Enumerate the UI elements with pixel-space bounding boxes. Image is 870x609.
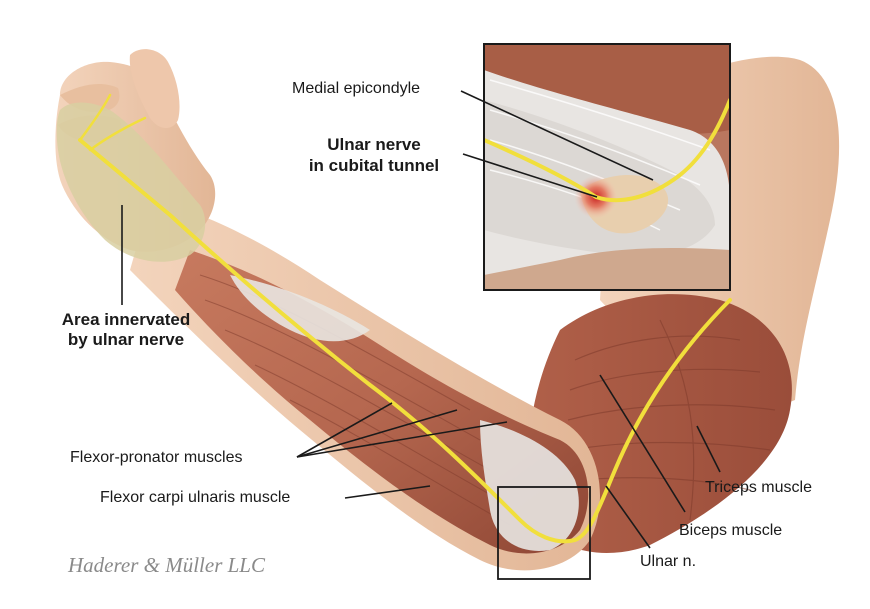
leader-biceps	[599, 374, 686, 513]
label-biceps: Biceps muscle	[679, 522, 783, 539]
label-area-line1: Area innervated	[61, 310, 191, 329]
credit-text: Haderer & Müller LLC	[68, 553, 265, 577]
label-area-line2: by ulnar nerve	[67, 330, 185, 349]
inset-frame	[483, 43, 731, 291]
leader-ulnar-nerve	[462, 153, 598, 198]
forearm-tendon	[230, 275, 370, 342]
upper-striations	[567, 319, 776, 521]
label-ulnar-nerve-line1: Ulnar nerve	[327, 135, 421, 154]
leader-flexor-1	[296, 402, 393, 458]
leader-ulnar-n	[605, 485, 651, 549]
elbow-detail-box	[497, 486, 591, 580]
label-flexor-carpi-ulnaris: Flexor carpi ulnaris muscle	[100, 489, 291, 506]
leader-medial-epicondyle	[460, 90, 654, 181]
inset-artwork	[484, 44, 730, 290]
label-ulnar-nerve-line2: in cubital tunnel	[308, 156, 440, 175]
leader-lines	[121, 90, 721, 549]
elbow-tendon	[480, 420, 579, 551]
ulnar-nerve	[78, 138, 732, 544]
label-medial-epicondyle: Medial epicondyle	[292, 80, 421, 97]
leader-flexor-carpi	[344, 485, 431, 499]
leader-flexor-2	[296, 409, 458, 458]
label-triceps: Triceps muscle	[705, 479, 812, 496]
leader-triceps	[696, 425, 721, 473]
leader-flexor-3	[296, 421, 508, 458]
label-flexor-pronator: Flexor-pronator muscles	[70, 449, 243, 466]
thumb	[129, 49, 180, 129]
label-ulnar-n: Ulnar n.	[640, 553, 697, 570]
